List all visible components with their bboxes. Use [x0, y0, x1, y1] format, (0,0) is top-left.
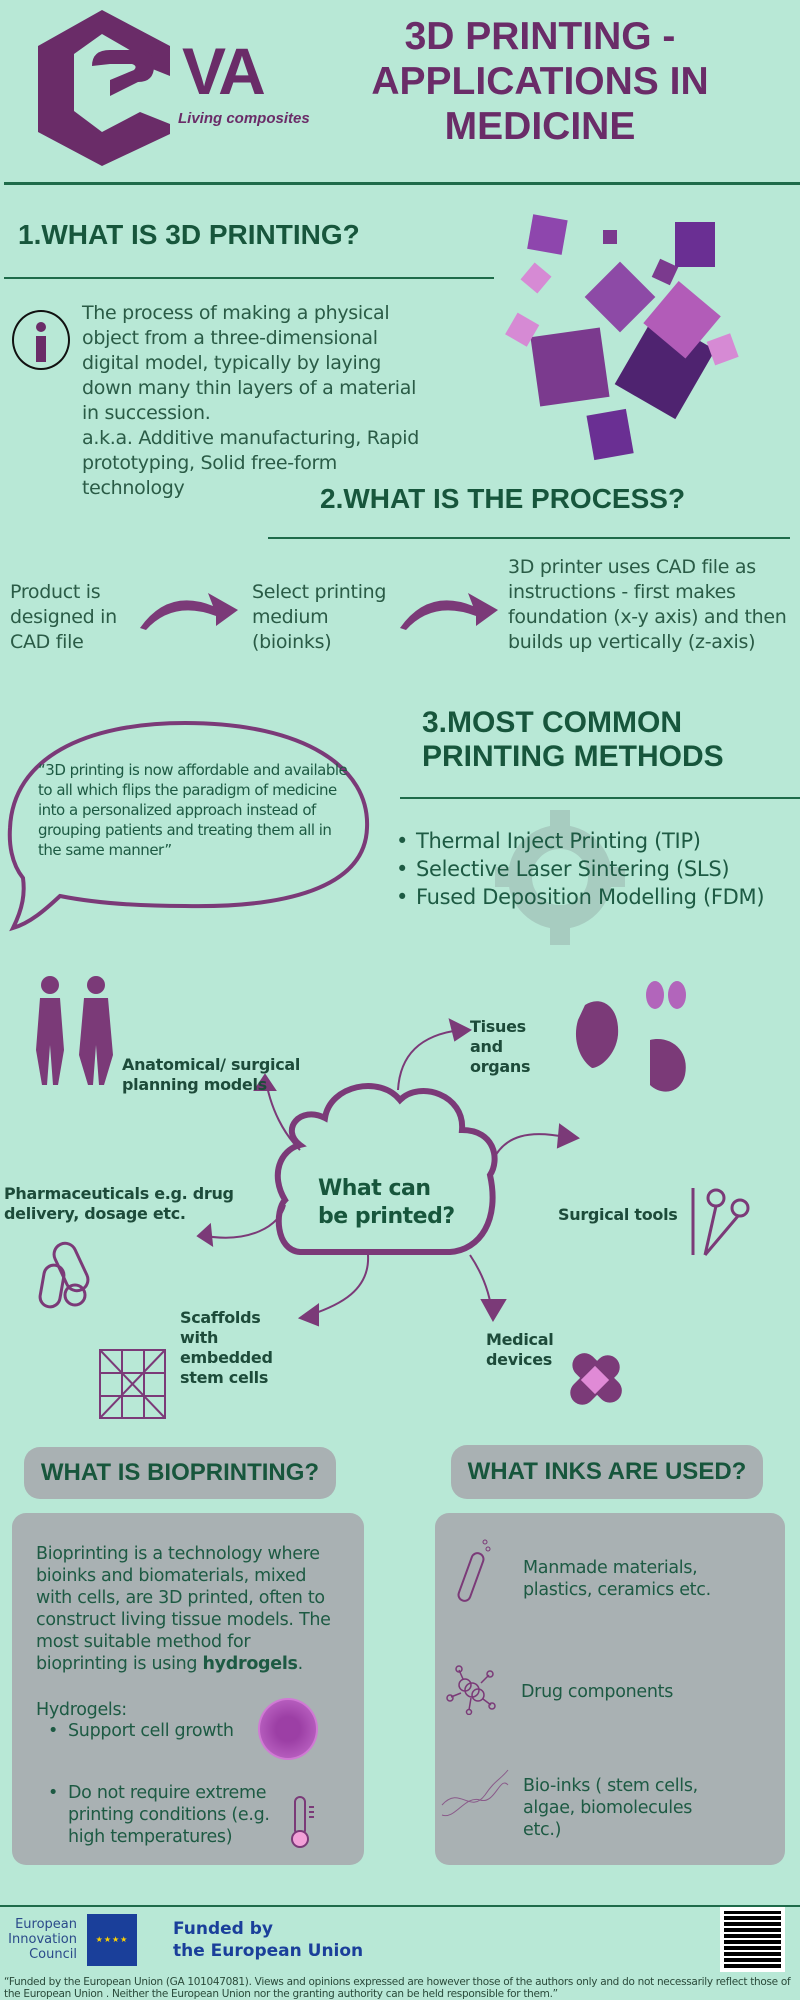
eu-flag-icon: ★★★★ [87, 1914, 137, 1966]
section1-heading: 1.WHAT IS 3D PRINTING? [18, 219, 360, 250]
aka-text: a.k.a. Additive manufacturing, Rapid pro… [82, 427, 420, 499]
section2-heading: 2.WHAT IS THE PROCESS? [320, 483, 686, 514]
page-title: 3D PRINTING - APPLICATIONS IN MEDICINE [330, 14, 750, 149]
dna-icon [441, 1769, 509, 1817]
process-step-3: 3D printer uses CAD file as instructions… [508, 556, 787, 653]
mindmap-tissues: Tisues and organs [470, 1017, 531, 1076]
bioprinting-text: Bioprinting is a technology where bioink… [36, 1543, 346, 1675]
organs-icon [575, 981, 686, 1092]
scaffold-icon [99, 1349, 166, 1419]
mindmap-scaffolds: Scaffolds with embedded stem cells [180, 1308, 273, 1387]
ink-item: Bio-inks ( stem cells, algae, biomolecul… [523, 1776, 698, 1840]
hydrogel-bullet: Do not require extreme printing conditio… [44, 1782, 284, 1848]
eic-line: European [15, 1917, 77, 1932]
cloud-icon [274, 1083, 498, 1255]
human-body-icon [36, 976, 113, 1085]
divider [400, 797, 800, 799]
process-step-1: Product is designed in CAD file [10, 581, 117, 653]
funded-line: the European Union [173, 1941, 364, 1961]
title-line: 3D PRINTING - [404, 15, 676, 58]
inks-heading: WHAT INKS ARE USED? [451, 1445, 763, 1499]
ink-item: Drug components [521, 1682, 674, 1702]
info-icon [12, 310, 70, 370]
molecule-icon [446, 1665, 496, 1715]
mindmap-center: What can be printed? [318, 1175, 455, 1231]
eic-logo-text: European Innovation Council [4, 1917, 77, 1962]
surgical-tools-icon [691, 1188, 750, 1256]
quote-text: “3D printing is now affordable and avail… [38, 761, 348, 859]
eic-line: Council [29, 1947, 77, 1962]
inks-panel [435, 1513, 785, 1865]
methods-list: Thermal Inject Printing (TIP) Selective … [392, 827, 792, 911]
bandage-icon [570, 1353, 622, 1405]
center-line: What can [318, 1176, 431, 1201]
cube-icon [505, 214, 739, 461]
funded-by-text: Funded by the European Union [173, 1918, 363, 1962]
divider [4, 182, 800, 185]
section3-heading: 3.MOST COMMON PRINTING METHODS [422, 706, 724, 774]
method-item: Fused Deposition Modelling (FDM) [392, 883, 792, 911]
hydrogels-list: Support cell growth Do not require extre… [44, 1720, 284, 1848]
disclaimer: “Funded by the European Union (GA 101047… [4, 1976, 791, 2000]
logo-tagline: Living composites [178, 110, 310, 127]
mindmap-pharma: Pharmaceuticals e.g. drug delivery, dosa… [4, 1184, 234, 1223]
section1-text: The process of making a physical object … [82, 301, 432, 501]
mindmap-devices: Medical devices [486, 1330, 554, 1369]
process-step-2: Select printing medium (bioinks) [252, 581, 387, 653]
eic-line: Innovation [8, 1932, 77, 1947]
bioprinting-desc: Bioprinting is a technology where bioink… [36, 1544, 331, 1674]
hydrogels-bold: hydrogels [202, 1654, 298, 1674]
cubes-illustration [505, 214, 739, 461]
heading-line: PRINTING METHODS [422, 740, 724, 773]
arrow-icons [196, 1018, 580, 1327]
title-line: MEDICINE [444, 105, 636, 148]
title-line: APPLICATIONS IN [371, 60, 709, 103]
pills-icon [38, 1241, 90, 1309]
thermometer-icon [291, 1796, 314, 1848]
mindmap-surgical: Surgical tools [558, 1205, 678, 1224]
mindmap-graphics [36, 976, 750, 1419]
arrow-right-icon [140, 593, 238, 630]
heading-line: 3.MOST COMMON [422, 706, 682, 739]
divider [4, 277, 494, 279]
definition: The process of making a physical object … [82, 302, 417, 424]
method-item: Selective Laser Sintering (SLS) [392, 855, 792, 883]
funded-line: Funded by [173, 1919, 274, 1939]
bioprinting-heading: WHAT IS BIOPRINTING? [24, 1447, 336, 1499]
eva-logo-icon [38, 10, 170, 166]
test-tube-icon [457, 1539, 491, 1602]
method-item: Thermal Inject Printing (TIP) [392, 827, 792, 855]
ink-item: Manmade materials, plastics, ceramics et… [523, 1558, 711, 1600]
center-line: be printed? [318, 1204, 455, 1229]
speech-bubble [7, 720, 370, 932]
hydrogels-label: Hydrogels: [36, 1700, 127, 1720]
punct: . [297, 1654, 304, 1674]
qr-code[interactable] [720, 1907, 785, 1972]
cell-cluster-icon [258, 1698, 318, 1760]
divider [0, 1905, 800, 1907]
mindmap-anatomical: Anatomical/ surgical planning models [122, 1055, 301, 1094]
logo-letters: VA [182, 34, 266, 108]
eva-logo: VA Living composites [30, 6, 320, 166]
divider [268, 537, 790, 539]
arrow-right-icon [400, 593, 498, 630]
hydrogel-bullet: Support cell growth [44, 1720, 284, 1742]
